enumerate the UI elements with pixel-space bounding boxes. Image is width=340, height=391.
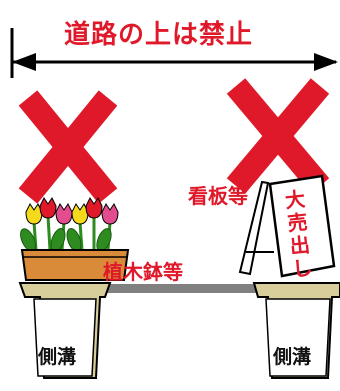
- gutter-left: [18, 282, 112, 379]
- sale-signboard-icon: [238, 174, 336, 278]
- gutter-label-right: 側溝: [273, 346, 312, 368]
- prohibited-x-icon: [226, 78, 330, 194]
- gutter-right: [252, 282, 340, 379]
- prohibited-x-icon: [18, 90, 118, 204]
- road-surface: [22, 284, 324, 293]
- signboard-label: 看板等: [188, 184, 248, 208]
- planter-label: 植木鉢等: [103, 260, 183, 284]
- double-arrow-icon: [10, 28, 338, 78]
- gutter-label-left: 側溝: [38, 346, 77, 368]
- tulip-planter-icon: [20, 197, 130, 281]
- page-title: 道路の上は禁止: [64, 20, 254, 50]
